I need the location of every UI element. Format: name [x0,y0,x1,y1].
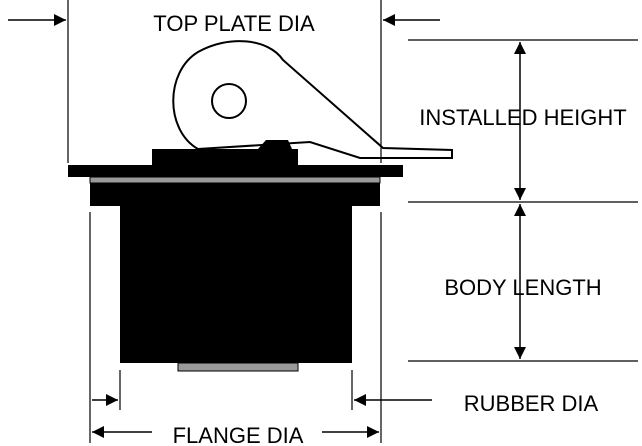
label-body-length: BODY LENGTH [444,275,601,300]
rubber-seal [89,176,381,184]
label-top-plate-dia: TOP PLATE DIA [153,11,315,36]
pivot-hole [211,83,247,119]
pivot-lever [172,40,453,159]
top-clip-block [152,149,298,165]
top-plate [68,165,403,177]
label-rubber-dia: RUBBER DIA [464,391,599,416]
part-drawing [68,40,453,372]
flange [90,183,380,206]
body [120,206,352,363]
extension-lines [67,0,638,443]
dimension-arrows [8,14,526,438]
label-installed-height: INSTALLED HEIGHT [419,105,626,130]
top-clip-wedge [258,140,292,149]
bottom-tab [177,362,299,372]
label-flange-dia: FLANGE DIA [173,423,304,446]
dimension-labels: TOP PLATE DIA INSTALLED HEIGHT BODY LENG… [153,11,626,446]
